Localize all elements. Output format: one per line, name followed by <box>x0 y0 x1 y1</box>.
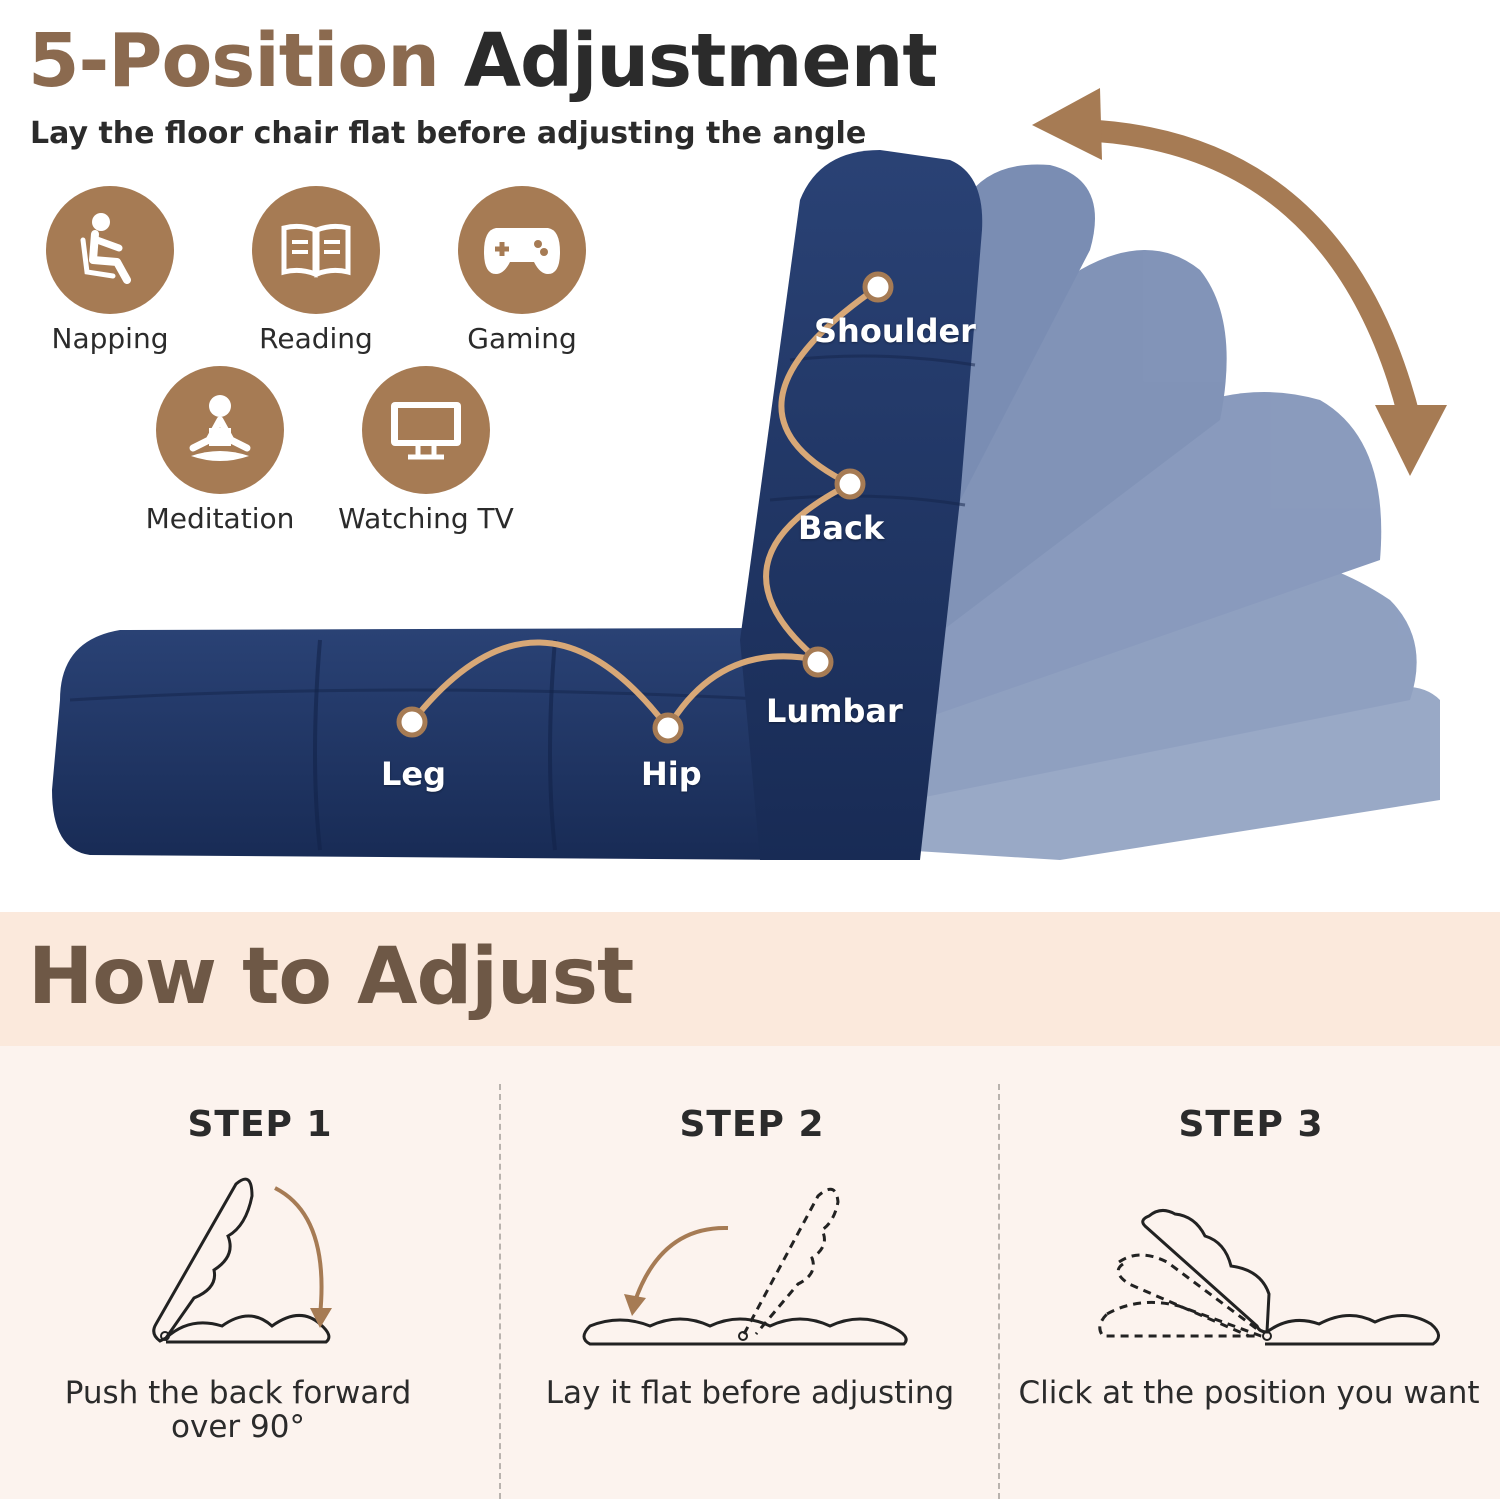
upright-backrest <box>740 150 983 860</box>
use-label: Reading <box>259 322 373 355</box>
step-caption-line1: Lay it flat before adjusting <box>545 1375 955 1411</box>
use-napping: Napping <box>10 186 210 355</box>
use-watching-tv: Watching TV <box>326 366 526 535</box>
use-label: Gaming <box>467 322 577 355</box>
label-lumbar: Lumbar <box>766 692 903 730</box>
step-title: STEP 3 <box>1178 1104 1324 1145</box>
step-divider <box>499 1084 501 1499</box>
use-reading: Reading <box>216 186 416 355</box>
hero-section: 5-Position Adjustment Lay the floor chai… <box>10 18 1447 860</box>
title-part1: 5-Position <box>28 18 440 104</box>
how-to-band: How to Adjust <box>0 912 1500 1046</box>
step-caption-line1: Click at the position you want <box>1018 1375 1480 1411</box>
step-1-diagram <box>152 1177 332 1344</box>
step-2-diagram <box>582 1187 908 1346</box>
step-divider <box>998 1084 1000 1499</box>
label-hip: Hip <box>641 755 702 793</box>
page-title: 5-Position Adjustment <box>28 18 938 104</box>
tv-icon <box>362 366 490 494</box>
ghost-back-positions <box>900 164 1440 860</box>
steps-section: STEP 1 Push the back forward over 90° ST… <box>0 1046 1500 1499</box>
step-caption-line1: Push the back forward <box>64 1375 412 1411</box>
person-sitting-icon <box>46 186 174 314</box>
step-3-diagram <box>1098 1209 1440 1346</box>
meditation-icon <box>156 366 284 494</box>
step-1: STEP 1 Push the back forward over 90° <box>0 1046 500 1499</box>
title-part2: Adjustment <box>463 18 938 104</box>
use-gaming: Gaming <box>422 186 622 355</box>
open-book-icon <box>252 186 380 314</box>
use-label: Watching TV <box>338 502 514 535</box>
chair-illustration <box>52 88 1447 860</box>
support-point-dots <box>396 271 894 744</box>
step-caption: Lay it flat before adjusting <box>500 1376 1000 1410</box>
use-label: Napping <box>51 322 169 355</box>
step-3: STEP 3 Click at the position you want <box>999 1046 1499 1499</box>
how-to-title: How to Adjust <box>28 932 634 1022</box>
label-back: Back <box>798 509 885 547</box>
step-caption: Push the back forward over 90° <box>0 1376 488 1444</box>
label-leg: Leg <box>381 755 446 793</box>
step-title: STEP 2 <box>679 1104 825 1145</box>
step-2: STEP 2 Lay it flat before adjusting <box>500 1046 1000 1499</box>
gamepad-icon <box>458 186 586 314</box>
label-shoulder: Shoulder <box>814 312 976 350</box>
subtitle: Lay the floor chair flat before adjustin… <box>30 116 867 151</box>
step-caption: Click at the position you want <box>999 1376 1499 1410</box>
seat-cushion <box>52 628 800 860</box>
step-caption-line2: over 90° <box>171 1409 305 1445</box>
use-meditation: Meditation <box>120 366 320 535</box>
step-title: STEP 1 <box>187 1104 333 1145</box>
adjustment-arrow-icon <box>1032 88 1447 476</box>
use-label: Meditation <box>145 502 295 535</box>
